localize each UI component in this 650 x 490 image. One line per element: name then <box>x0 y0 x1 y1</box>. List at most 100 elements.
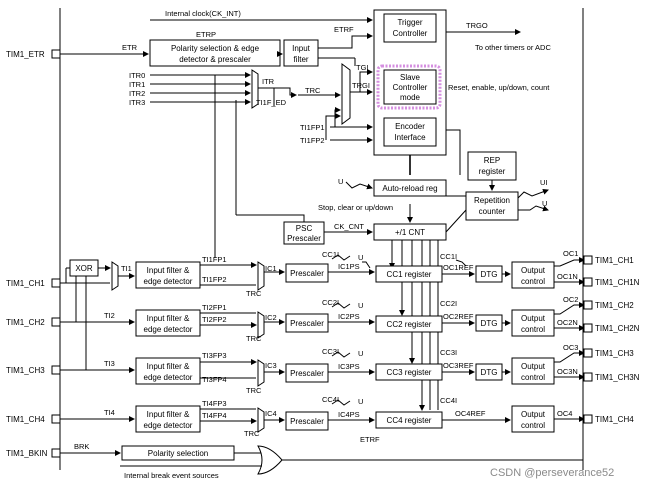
cc2-register <box>375 315 443 333</box>
pin-out-ch2[interactable] <box>583 300 593 310</box>
prescaler-2 <box>285 313 329 333</box>
cc4i-label-out: CC4I <box>440 396 457 405</box>
pin-out-ch1-label: TIM1_CH1 <box>595 256 634 265</box>
pin-out-ch3n[interactable] <box>583 372 593 382</box>
repetition-counter-block <box>465 191 519 221</box>
ife1-line1: Input filter & <box>147 266 190 275</box>
cc2i-label-out: CC2I <box>440 299 457 308</box>
oc-ctrl1-line1: Output <box>521 266 546 275</box>
auto-reload-text: Auto-reload reg <box>382 184 437 193</box>
polarity-edge-line2: detector & prescaler <box>179 55 251 64</box>
trc-label-1: TRC <box>246 289 262 298</box>
trgo-label: TRGO <box>466 21 488 30</box>
oc3-label: OC3 <box>563 343 578 352</box>
pin-out-ch2n[interactable] <box>583 323 593 333</box>
xor-text: XOR <box>75 264 93 273</box>
pin-ch2[interactable] <box>51 317 61 327</box>
pin-out-ch1[interactable] <box>583 255 593 265</box>
encoder-interface-block <box>383 117 437 147</box>
ic3-label: IC3 <box>265 361 277 370</box>
u-label-cc2: U <box>358 301 363 310</box>
pin-out-ch1n[interactable] <box>583 277 593 287</box>
pin-bkin[interactable] <box>51 448 61 458</box>
ife1-line2: edge detector <box>144 277 193 286</box>
ic1-mux <box>257 261 265 291</box>
oc2-label: OC2 <box>563 295 578 304</box>
oc-ctrl4-line1: Output <box>521 410 546 419</box>
repetition-counter-line2: counter <box>479 207 506 216</box>
pin-out-ch3[interactable] <box>583 348 593 358</box>
slave-controller-line1: Slave <box>400 73 421 82</box>
ti1-label: TI1 <box>121 264 132 273</box>
ti2fp2-label: TI2FP2 <box>202 315 227 324</box>
etrp-label: ETRP <box>196 30 216 39</box>
dtg-3-text: DTG <box>481 368 498 377</box>
ti1fp1-label: TI1FP1 <box>202 255 227 264</box>
cc3i-label-in: CC3I <box>322 347 339 356</box>
oc-ctrl2-line1: Output <box>521 314 546 323</box>
tgi-label: TGI <box>356 63 369 72</box>
oc-ctrl3-line2: control <box>521 373 545 382</box>
oc2ref-label: OC2REF <box>443 312 474 321</box>
u-label-cc4: U <box>358 397 363 406</box>
output-control-1 <box>511 261 555 289</box>
pin-etr[interactable] <box>51 49 61 59</box>
itr3-label: ITR3 <box>129 98 145 107</box>
ti2-label: TI2 <box>104 311 115 320</box>
oc-ctrl1-line2: control <box>521 277 545 286</box>
input-filter-edge-2 <box>135 309 201 337</box>
ic1ps-label: IC1PS <box>338 262 360 271</box>
trigger-controller-line1: Trigger <box>397 18 422 27</box>
ife3-line2: edge detector <box>144 373 193 382</box>
pin-ch3[interactable] <box>51 365 61 375</box>
output-control-3 <box>511 357 555 385</box>
oc-ctrl3-line1: Output <box>521 362 546 371</box>
output-control-2 <box>511 309 555 337</box>
ic3-mux <box>257 359 265 387</box>
u-label-rep: U <box>542 199 547 208</box>
trc-label-3: TRC <box>246 386 262 395</box>
trgi-label: TRGI <box>352 81 370 90</box>
ife2-line2: edge detector <box>144 325 193 334</box>
pin-out-ch1n-label: TIM1_CH1N <box>595 278 640 287</box>
ti4fp4-label: TI4FP4 <box>202 411 227 420</box>
ic2-mux <box>257 311 265 339</box>
ti4-label: TI4 <box>104 408 115 417</box>
polarity-edge-block <box>149 39 281 67</box>
ti4fp3-label: TI4FP3 <box>202 399 227 408</box>
cc1i-label-in: CC1I <box>322 250 339 259</box>
itr0-label: ITR0 <box>129 71 145 80</box>
ui-label: UI <box>540 178 548 187</box>
cc4i-label-in: CC4I <box>322 395 339 404</box>
watermark: CSDN @perseverance52 <box>490 467 614 479</box>
u-label-arr: U <box>338 177 343 186</box>
ic3ps-label: IC3PS <box>338 362 360 371</box>
oc4-label: OC4 <box>557 409 572 418</box>
ti1fp2-label-top: TI1FP2 <box>300 136 325 145</box>
pin-out-ch3n-label: TIM1_CH3N <box>595 373 640 382</box>
slave-controller-line3: mode <box>400 93 421 102</box>
rep-register-line2: register <box>479 167 506 176</box>
itr-mux <box>251 69 259 109</box>
pin-out-ch4-label: TIM1_CH4 <box>595 415 634 424</box>
slave-controller-highlight <box>376 64 442 110</box>
pin-ch1[interactable] <box>51 278 61 288</box>
encoder-interface-line2: Interface <box>394 133 426 142</box>
ti3-label: TI3 <box>104 359 115 368</box>
u-label-cc1: U <box>358 253 363 262</box>
psc-line2: Prescaler <box>287 234 321 243</box>
pin-ch2-label: TIM1_CH2 <box>6 318 45 327</box>
pin-etr-label: TIM1_ETR <box>6 50 45 59</box>
input-filter-edge-1 <box>135 261 201 289</box>
pin-ch4[interactable] <box>51 414 61 424</box>
internal-clock-label: Internal clock(CK_INT) <box>165 9 241 18</box>
prescaler-1-text: Prescaler <box>290 269 324 278</box>
etr-label: ETR <box>122 43 138 52</box>
ife3-line1: Input filter & <box>147 362 190 371</box>
pin-bkin-label: TIM1_BKIN <box>6 449 48 458</box>
ti1fp1-label-top: TI1FP1 <box>300 123 325 132</box>
oc3ref-label: OC3REF <box>443 361 474 370</box>
pin-out-ch4[interactable] <box>583 414 593 424</box>
internal-break-label: Internal break event sources <box>124 471 219 480</box>
pin-ch3-label: TIM1_CH3 <box>6 366 45 375</box>
